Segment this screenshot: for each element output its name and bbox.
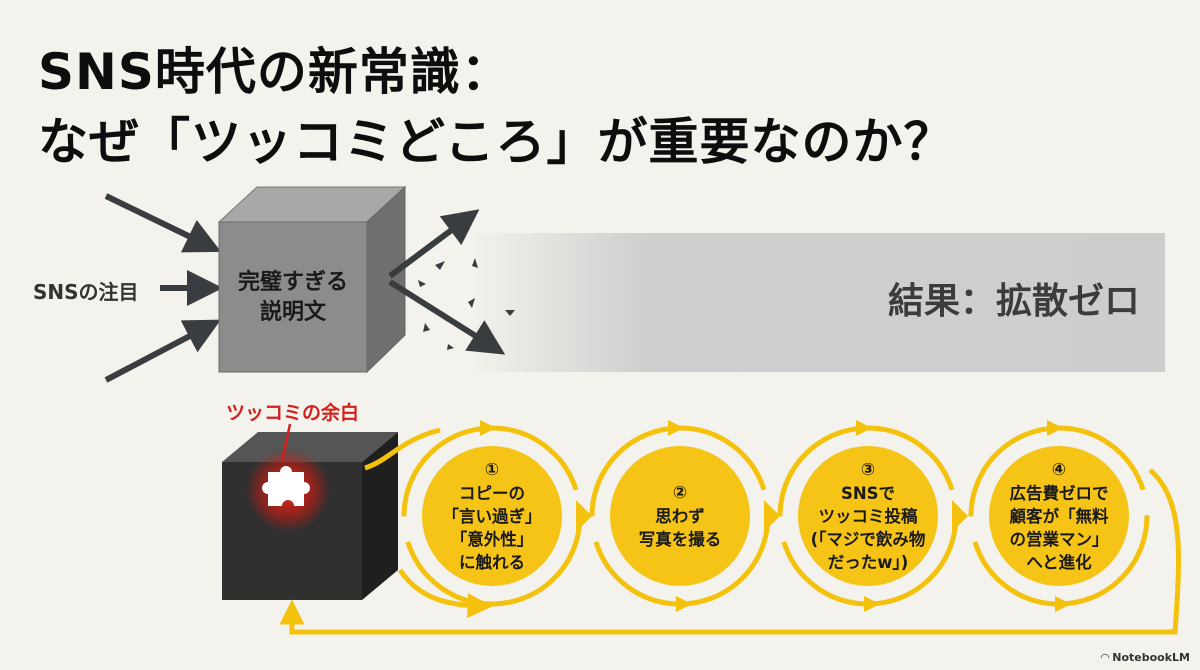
step-line: 「意外性」: [450, 529, 534, 549]
step-4: ④ 広告費ゼロで 顧客が「無料 の営業マン」 へと進化: [989, 446, 1129, 586]
puzzle-piece-icon: [262, 466, 310, 506]
result-band: [470, 233, 1165, 372]
step-number: ①: [484, 459, 500, 480]
incoming-arrows: [104, 193, 223, 383]
step-3: ③ SNSで ツッコミ投稿 (「マジで飲み物 だったw」): [798, 446, 938, 586]
step-line: (「マジで飲み物: [810, 529, 926, 549]
step-number: ③: [860, 459, 876, 480]
notebooklm-logo-icon: ◠: [1100, 651, 1110, 664]
box-label-line-1: 完璧すぎる: [237, 270, 348, 295]
step-2: ② 思わず 写真を撮る: [610, 446, 750, 586]
title-line-1: SNS時代の新常識：: [38, 43, 512, 101]
step-line: コピーの: [459, 483, 525, 503]
box-label-line-2: 説明文: [259, 300, 326, 325]
watermark-text: NotebookLM: [1112, 651, 1190, 664]
ring-arrowheads: [480, 420, 1071, 612]
gap-label: ツッコミの余白: [226, 402, 360, 424]
step-line: へと進化: [1026, 552, 1092, 572]
step-line: 広告費ゼロで: [1009, 483, 1109, 503]
step-line: 思わず: [655, 506, 705, 526]
step-line: の営業マン」: [1009, 529, 1109, 549]
result-text: 結果：拡散ゼロ: [887, 281, 1140, 322]
step-line: 顧客が「無料: [1009, 506, 1109, 526]
step-1: ① コピーの 「言い過ぎ」 「意外性」 に触れる: [422, 446, 562, 586]
step-line: 写真を撮る: [638, 529, 722, 549]
step-line: に触れる: [459, 552, 525, 572]
sns-attention-label: SNSの注目: [33, 280, 139, 304]
step-line: SNSで: [840, 483, 896, 503]
step-line: だったw」): [827, 552, 909, 572]
step-line: ツッコミ投稿: [818, 506, 918, 526]
shards: [418, 258, 515, 350]
perfect-copy-box: 完璧すぎる 説明文: [219, 268, 367, 328]
gray-cube: [217, 185, 407, 374]
notebooklm-watermark: ◠ NotebookLM: [1101, 651, 1190, 664]
title-line-2: なぜ「ツッコミどころ」が重要なのか？: [38, 113, 955, 171]
step-number: ④: [1051, 459, 1067, 480]
deflected-arrows: [388, 209, 506, 355]
step-number: ②: [672, 482, 688, 503]
dark-cube: [222, 423, 398, 600]
step-line: 「言い過ぎ」: [442, 506, 542, 526]
